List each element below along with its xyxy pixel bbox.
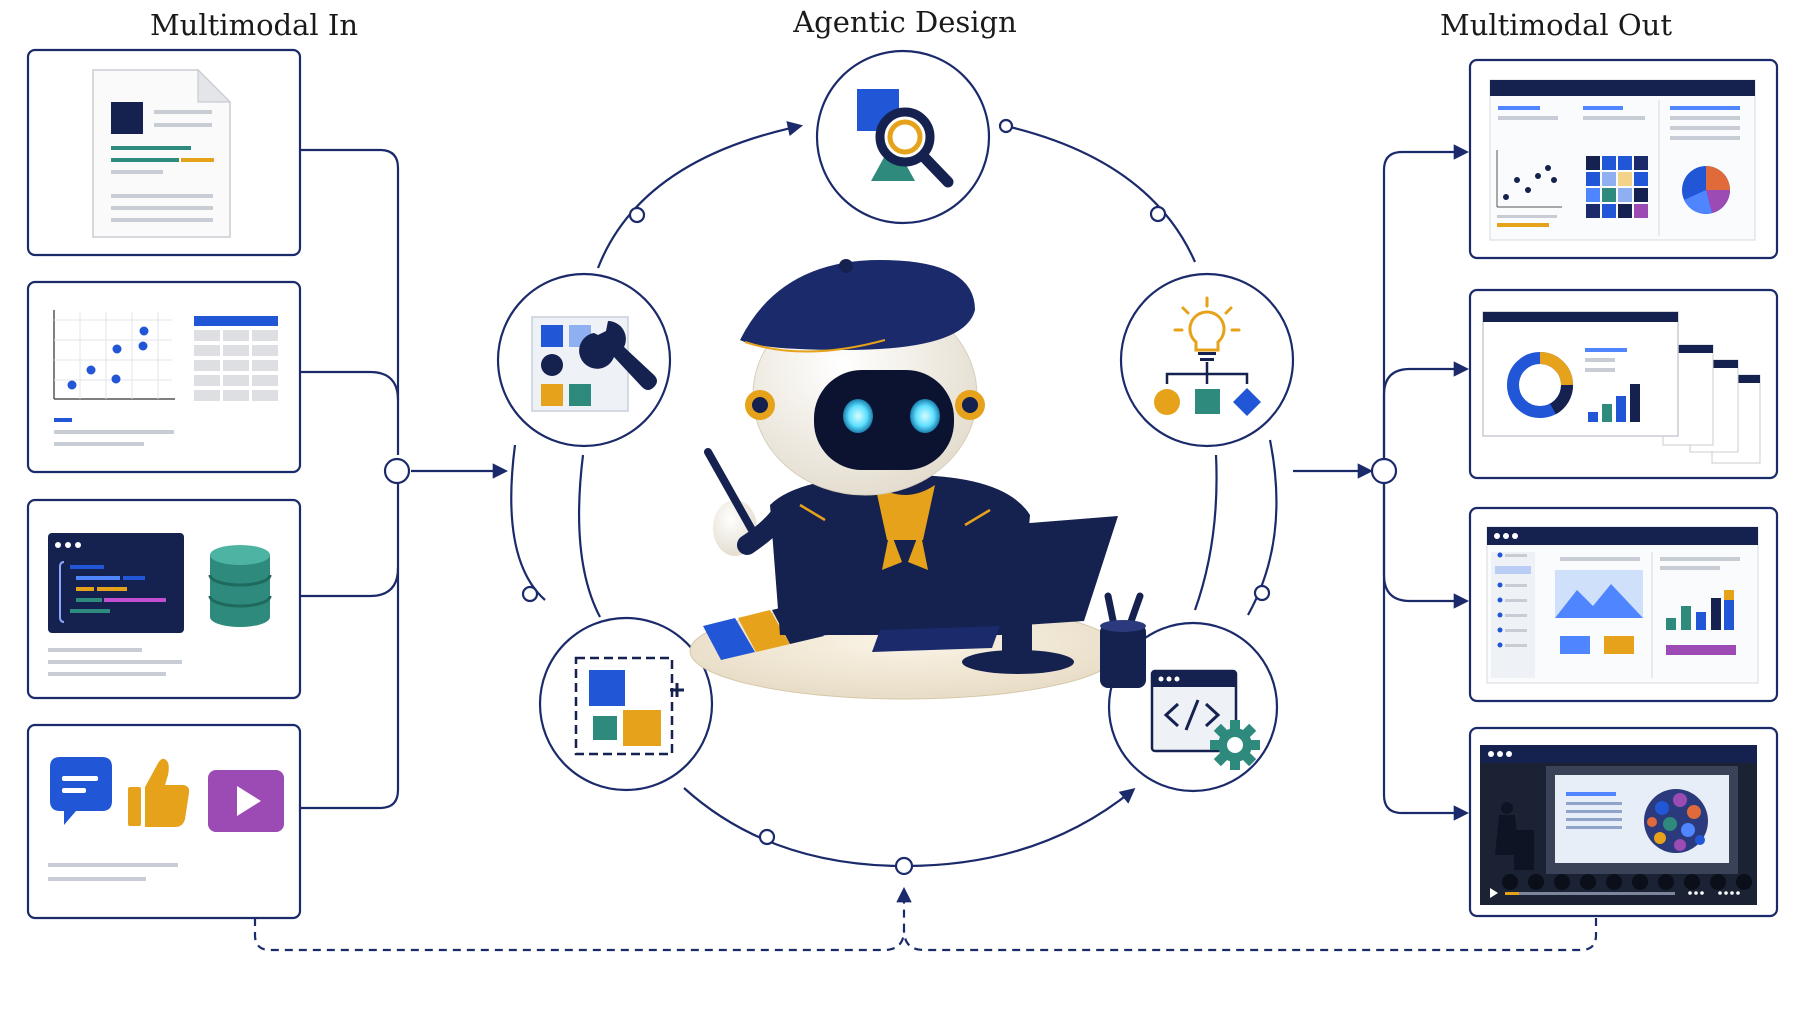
tool-code-config	[1107, 621, 1279, 793]
molecule-icon	[1644, 789, 1708, 853]
output-panel-video-presentation	[1468, 726, 1779, 918]
tool-ideation	[1119, 272, 1295, 448]
agent-cycle-arcs	[510, 118, 1278, 876]
input-panel-document	[26, 48, 302, 257]
feedback-loop	[253, 886, 1598, 952]
layout-blocks-icon	[574, 656, 684, 756]
shapes-magnifier-icon	[857, 89, 954, 188]
monitor-icon	[872, 516, 1118, 674]
thumbs-up-icon	[128, 758, 190, 827]
document-icon	[92, 68, 232, 238]
pen-holder-icon	[1100, 592, 1146, 688]
output-panel-web-page	[1468, 506, 1779, 703]
agent-tools	[496, 49, 1295, 793]
heatmap-icon	[1586, 156, 1648, 218]
bar-chart-icon	[1588, 384, 1640, 422]
code-gear-icon	[1150, 669, 1260, 770]
scatter-chart-icon	[53, 310, 175, 446]
input-panel-code-database	[26, 498, 302, 700]
chat-bubble-icon	[50, 757, 112, 825]
bar-chart-icon	[1666, 590, 1734, 630]
robot-designer	[689, 259, 1146, 700]
output-panel-slide-deck	[1468, 288, 1779, 480]
mountain-image-icon	[1555, 570, 1643, 618]
tool-visual-search	[815, 49, 991, 225]
lightbulb-flowchart-icon	[1154, 296, 1261, 416]
input-panel-social-media	[26, 723, 302, 920]
play-button-icon	[208, 770, 284, 832]
tool-layout-composition	[538, 616, 714, 792]
output-connectors	[1293, 144, 1470, 821]
tool-toolkit	[496, 272, 672, 448]
tool-grid-icon	[531, 316, 657, 412]
scatter-chart-icon	[1496, 150, 1562, 227]
play-icon[interactable]	[1490, 888, 1498, 898]
presenter-icon	[1495, 802, 1534, 870]
output-panel-report-dashboard	[1468, 58, 1779, 260]
input-connectors	[300, 148, 509, 810]
input-panel-chart-table	[26, 280, 302, 474]
multimodal-out-title: Multimodal Out	[1440, 8, 1672, 42]
sidebar-icon	[1491, 552, 1535, 678]
database-icon	[208, 545, 272, 627]
output-panels	[1468, 58, 1779, 918]
donut-chart-icon	[1507, 352, 1573, 418]
code-window-icon	[48, 533, 184, 633]
input-panels	[26, 48, 302, 920]
pie-chart-icon	[1682, 166, 1730, 214]
table-icon	[194, 316, 278, 401]
agentic-design-title: Agentic Design	[793, 5, 1017, 39]
multimodal-in-title: Multimodal In	[149, 8, 359, 42]
